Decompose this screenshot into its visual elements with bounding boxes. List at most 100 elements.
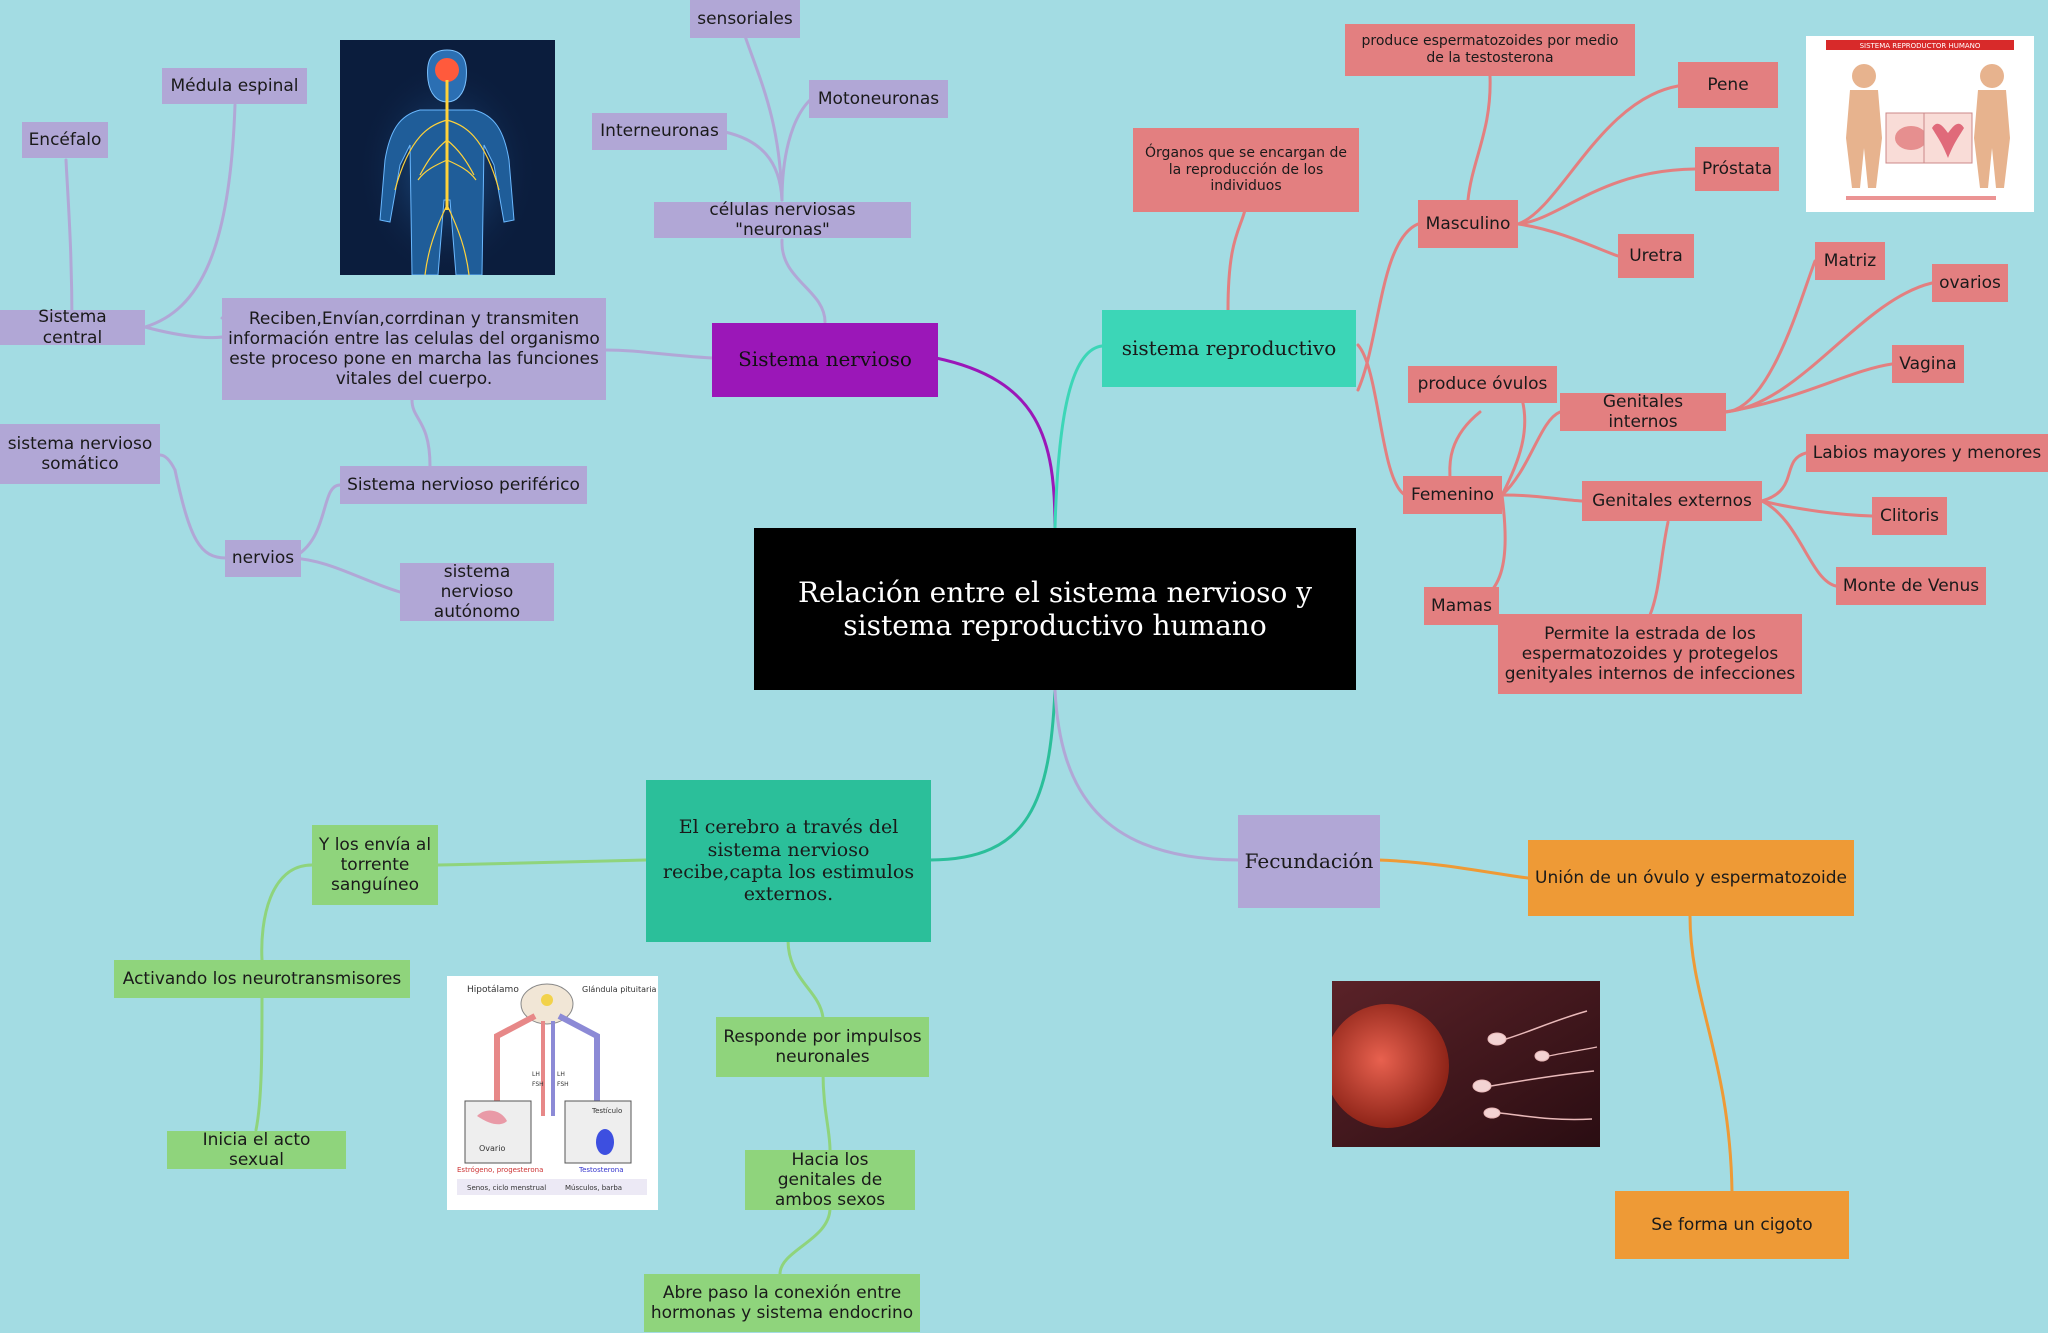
cigoto-node[interactable]: Se forma un cigoto [1615, 1191, 1849, 1259]
mamas-node[interactable]: Mamas [1424, 587, 1499, 625]
celulas-node[interactable]: células nerviosas "neuronas" [654, 199, 911, 240]
sistema-central-node[interactable]: Sistema central [0, 307, 145, 348]
envia-node[interactable]: Y los envía al torrente sanguíneo [312, 825, 438, 905]
masculino-node[interactable]: Masculino [1418, 200, 1518, 248]
monte-venus-label: Monte de Venus [1842, 575, 1980, 596]
labios-node[interactable]: Labios mayores y menores [1806, 434, 2048, 472]
genitales-externos-node[interactable]: Genitales externos [1582, 481, 1762, 521]
somatico-node[interactable]: sistema nervioso somático [0, 424, 160, 484]
sistema-nervioso-label: Sistema nervioso [738, 347, 912, 372]
hacia-genitales-node[interactable]: Hacia los genitales de ambos sexos [745, 1150, 915, 1210]
vagina-node[interactable]: Vagina [1892, 345, 1964, 383]
clitoris-node[interactable]: Clitoris [1872, 497, 1947, 535]
labios-label: Labios mayores y menores [1812, 442, 2042, 463]
interneuronas-label: Interneuronas [600, 121, 719, 142]
hormone-label-musculos: Músculos, barba [565, 1184, 622, 1192]
periferico-node[interactable]: Sistema nervioso periférico [340, 466, 587, 504]
cigoto-label: Se forma un cigoto [1651, 1214, 1813, 1235]
prostata-node[interactable]: Próstata [1695, 147, 1779, 191]
reproductive-system-image: SISTEMA REPRODUCTOR HUMANO [1806, 36, 2034, 212]
genitales-externos-label: Genitales externos [1592, 490, 1752, 511]
genitales-internos-label: Genitales internos [1602, 391, 1684, 432]
neurotransmisores-node[interactable]: Activando los neurotransmisores [114, 960, 410, 998]
matriz-node[interactable]: Matriz [1815, 242, 1885, 280]
sistema-reproductivo-topic[interactable]: sistema reproductivo [1102, 310, 1356, 387]
hormone-label-lh-2: LH [557, 1071, 565, 1078]
prostata-label: Próstata [1702, 158, 1772, 179]
masculino-label: Masculino [1425, 213, 1511, 234]
permite-node[interactable]: Permite la estrada de los espermatozoide… [1498, 614, 1802, 694]
union-label: Unión de un óvulo y espermatozoide [1535, 867, 1847, 888]
reproductive-chart-header: SISTEMA REPRODUCTOR HUMANO [1860, 42, 1981, 50]
acto-sexual-node[interactable]: Inicia el acto sexual [167, 1129, 346, 1170]
hormone-label-senos: Senos, ciclo menstrual [467, 1184, 546, 1192]
nervioso-description-text: Reciben,Envían,corrdinan y transmiten in… [228, 308, 600, 390]
nervios-node[interactable]: nervios [225, 540, 301, 577]
clitoris-label: Clitoris [1880, 505, 1939, 526]
nervioso-description[interactable]: Reciben,Envían,corrdinan y transmiten in… [222, 298, 606, 400]
uretra-node[interactable]: Uretra [1618, 234, 1694, 278]
genitales-internos-node[interactable]: Genitales internos [1560, 391, 1726, 432]
femenino-node[interactable]: Femenino [1403, 476, 1502, 514]
encefalo-node[interactable]: Encéfalo [22, 122, 108, 158]
interneuronas-node[interactable]: Interneuronas [592, 113, 727, 150]
organos-label: Órganos que se encargan de la reproducci… [1145, 145, 1347, 195]
permite-label: Permite la estrada de los espermatozoide… [1504, 623, 1796, 685]
cerebro-label: El cerebro a través del sistema nervioso… [662, 816, 915, 906]
envia-label: Y los envía al torrente sanguíneo [318, 834, 432, 896]
responde-node[interactable]: Responde por impulsos neuronales [716, 1017, 929, 1077]
fecundacion-label: Fecundación [1244, 848, 1374, 873]
central-topic-label: Relación entre el sistema nervioso y sis… [797, 575, 1313, 642]
cerebro-topic[interactable]: El cerebro a través del sistema nervioso… [646, 780, 931, 942]
hormone-label-fsh-1: FSH [532, 1081, 544, 1088]
mamas-label: Mamas [1431, 595, 1492, 616]
celulas-label: células nerviosas "neuronas" [709, 199, 856, 240]
fertilization-image [1332, 981, 1600, 1147]
hormone-label-testiculo: Testículo [591, 1107, 622, 1115]
ovulos-label: produce óvulos [1417, 374, 1548, 395]
nervios-label: nervios [231, 548, 295, 569]
responde-label: Responde por impulsos neuronales [723, 1026, 922, 1067]
sistema-central-label: Sistema central [38, 307, 107, 348]
hormone-label-lh-1: LH [532, 1071, 540, 1078]
femenino-label: Femenino [1411, 484, 1494, 505]
motoneuronas-node[interactable]: Motoneuronas [809, 80, 948, 118]
periferico-label: Sistema nervioso periférico [347, 474, 580, 495]
acto-sexual-label: Inicia el acto sexual [202, 1129, 311, 1170]
hormone-label-hipotalamo: Hipotálamo [467, 985, 519, 995]
hormone-label-ovario: Ovario [479, 1144, 505, 1153]
matriz-label: Matriz [1823, 250, 1877, 271]
sistema-nervioso-topic[interactable]: Sistema nervioso [712, 323, 938, 397]
hormone-label-fsh-2: FSH [557, 1081, 569, 1088]
pene-label: Pene [1707, 74, 1749, 95]
ovulos-node[interactable]: produce óvulos [1408, 366, 1557, 403]
ovarios-label: ovarios [1939, 272, 2001, 293]
pene-node[interactable]: Pene [1678, 62, 1778, 108]
monte-venus-node[interactable]: Monte de Venus [1836, 567, 1986, 605]
fecundacion-topic[interactable]: Fecundación [1238, 815, 1380, 908]
hacia-genitales-label: Hacia los genitales de ambos sexos [774, 1149, 886, 1211]
autonomo-node[interactable]: sistema nervioso autónomo [400, 561, 554, 623]
central-topic[interactable]: Relación entre el sistema nervioso y sis… [754, 528, 1356, 690]
organos-node[interactable]: Órganos que se encargan de la reproducci… [1133, 128, 1359, 212]
neurotransmisores-label: Activando los neurotransmisores [122, 968, 402, 989]
ovarios-node[interactable]: ovarios [1932, 264, 2008, 302]
autonomo-label: sistema nervioso autónomo [433, 561, 521, 623]
somatico-label: sistema nervioso somático [7, 433, 153, 474]
hormone-diagram-image: Hipotálamo Glándula pituitaria o Hipófis… [447, 976, 658, 1210]
hormone-label-estrogeno: Estrógeno, progesterona [457, 1166, 543, 1174]
sistema-reproductivo-label: sistema reproductivo [1121, 335, 1337, 360]
sensoriales-label: sensoriales [697, 8, 793, 29]
vagina-label: Vagina [1899, 353, 1957, 374]
hormone-label-testosterona: Testosterona [578, 1166, 624, 1174]
encefalo-label: Encéfalo [28, 129, 102, 150]
espermatozoides-label: produce espermatozoides por medio de la … [1361, 33, 1619, 66]
abre-paso-node[interactable]: Abre paso la conexión entre hormonas y s… [644, 1274, 920, 1332]
medula-label: Médula espinal [170, 75, 299, 96]
espermatozoides-node[interactable]: produce espermatozoides por medio de la … [1345, 24, 1635, 76]
uretra-label: Uretra [1629, 245, 1683, 266]
union-node[interactable]: Unión de un óvulo y espermatozoide [1528, 840, 1854, 916]
abre-paso-label: Abre paso la conexión entre hormonas y s… [650, 1282, 914, 1323]
medula-node[interactable]: Médula espinal [162, 68, 307, 104]
sensoriales-node[interactable]: sensoriales [690, 0, 800, 38]
